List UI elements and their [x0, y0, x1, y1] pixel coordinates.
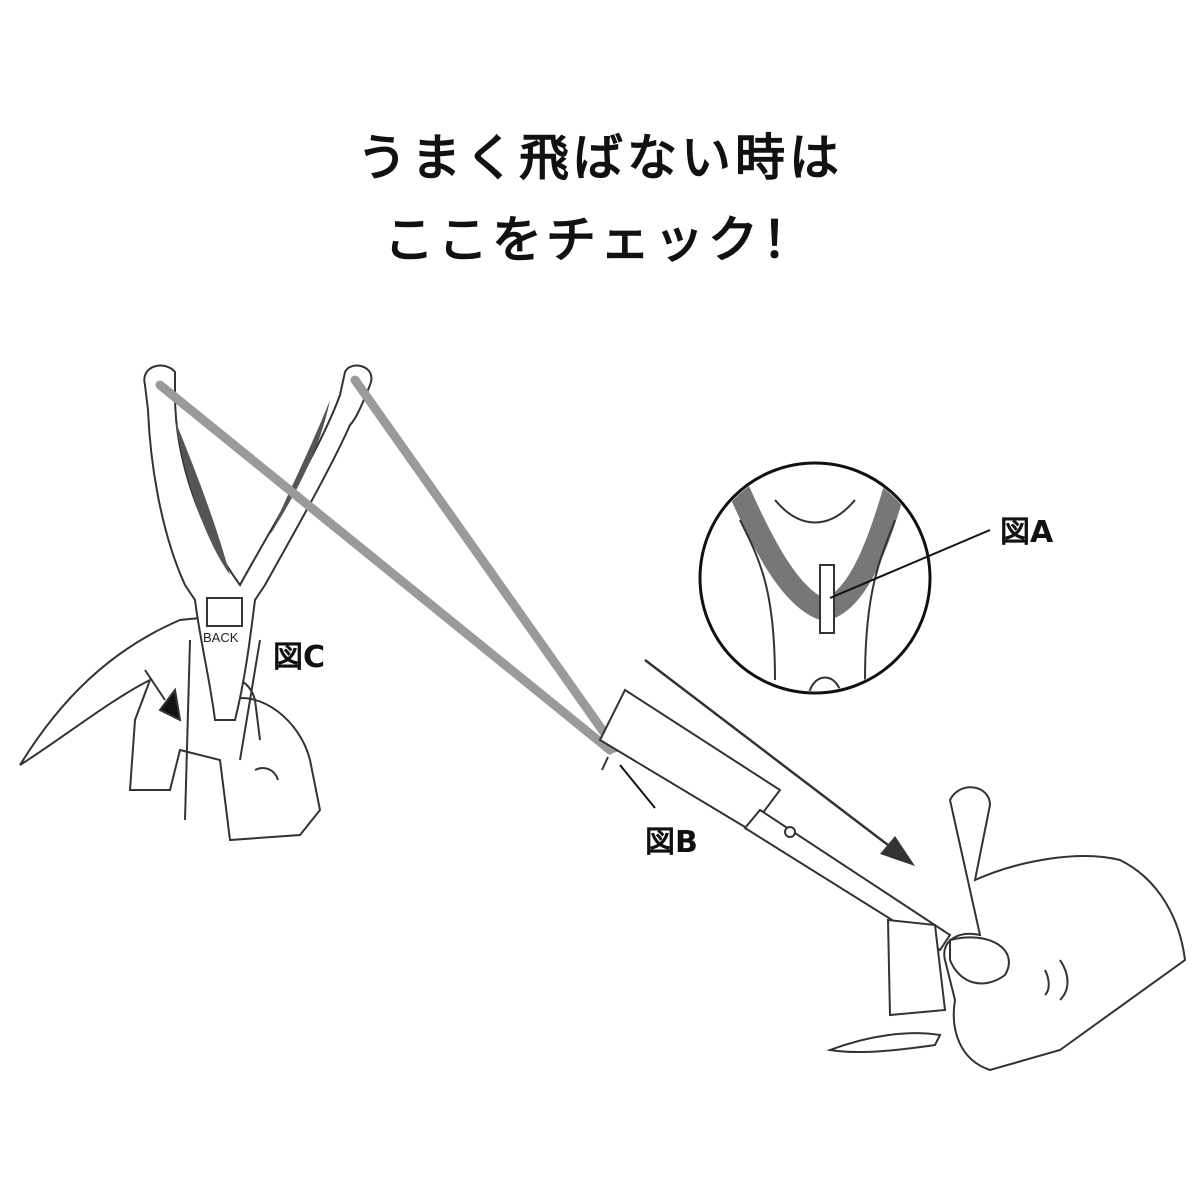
fig-a-label: 図A — [1000, 515, 1054, 550]
back-label: BACK — [203, 630, 239, 645]
fig-b-label: 図B — [645, 825, 698, 860]
fig-c-label: 図C — [273, 640, 325, 675]
title-line-2: ここをチェック！ — [384, 211, 816, 269]
left-hand — [19, 613, 322, 842]
fig-b-pointer — [619, 764, 656, 809]
direction-arrow — [644, 659, 915, 866]
inset-detail-a — [698, 461, 991, 695]
slingshot-frame — [143, 364, 373, 821]
rubber-bands — [155, 375, 620, 755]
title-line-1: うまく飛ばない時は — [357, 129, 843, 187]
right-hand — [943, 786, 1187, 1072]
launcher — [598, 688, 952, 1054]
